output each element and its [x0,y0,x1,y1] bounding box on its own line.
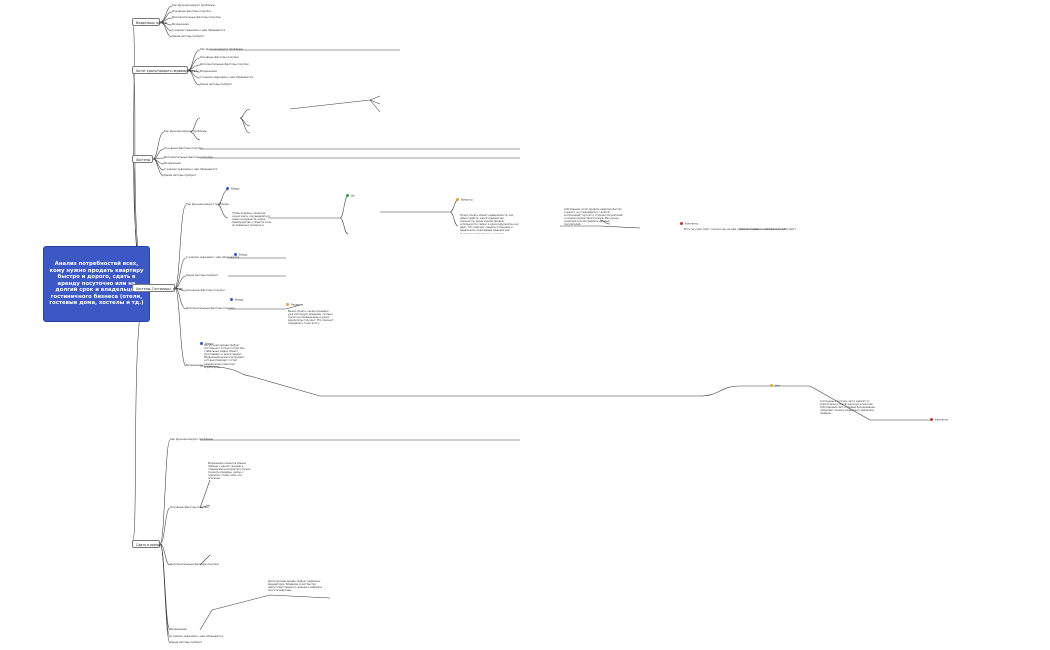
branch-hotels-item[interactable]: Как функционируют проблемы [186,203,229,206]
branch-hostels-item[interactable]: Возражения [164,162,181,165]
branch-hotels[interactable]: Хостелы, Гостиницы, отели [132,284,183,292]
branch-owners-item[interactable]: С какими задачами к нам обращаются [172,29,226,32]
branch-owners-item[interactable]: Какие методы пробуют [172,35,205,38]
branch-hostels-item[interactable]: Дополнительные факторы покупки [164,156,213,159]
branch-rent-out-item[interactable]: Дополнительные факторы покупки [170,563,219,566]
branch-rent-out-item[interactable]: Основные факторы покупки [170,506,209,509]
branch-hotels-item[interactable]: С какими задачами к нам обращаются [186,256,240,259]
branch-rent-out[interactable]: Сдать в аренду [132,540,162,548]
tag-vlad: Владу [230,298,243,302]
branch-rent-sell-item[interactable]: Какие методы пробуют [200,83,233,86]
tag-questions: Вопросы [456,198,473,202]
branch-rent-out-item[interactable]: С какими задачами к нам обращаются [170,635,224,638]
branch-rent-sell-item[interactable]: Дополнительные факторы покупки [200,63,249,66]
branch-hotels-item[interactable]: Возражения [186,364,203,367]
branch-rent-sell-item[interactable]: С какими задачами к нам обращаются [200,76,254,79]
tag-yes: Да [346,194,355,198]
branch-owners-item[interactable]: Возражения [172,23,189,26]
question-site: Есть ли у вас сайт, сколько вы на нём сд… [684,228,796,231]
note-paragraph: Чтобы привлечь клиентов, нужно знать, ка… [232,212,272,226]
note-paragraph: Возражения клиентов обычно связаны с цен… [208,462,251,481]
central-topic-text: Анализ потребностей всех, кому нужно про… [49,260,144,307]
tag-contacts: Контакты [930,418,948,422]
branch-rent-sell-item[interactable]: Как функционируют проблемы [200,48,243,51]
branch-owners-item[interactable]: Как функционируют проблемы [172,4,215,7]
tag-vlad: Владу [234,253,247,257]
tag-contacts: Контакты [680,222,698,226]
note-paragraph: Нужно понять объект недвижимости, как да… [460,214,519,234]
branch-rent-sell[interactable]: Хотят сдать/продать недвижимость [132,66,197,74]
tag-no: Нет [770,384,780,388]
branch-owners-item[interactable]: Основные факторы покупки [172,10,211,13]
branch-hostels-item[interactable]: Как функционируют проблемы [164,130,207,133]
tag-vlad: Владу [226,187,239,191]
branch-hotels-item[interactable]: Какие методы пробуют [186,274,219,277]
branch-hotels-item[interactable]: Дополнительные факторы покупки [186,307,235,310]
branch-rent-sell-item[interactable]: Возражения [200,70,217,73]
question-leads: Сколько заявок с сайта в месяц? [740,228,786,231]
branch-owners[interactable]: Владельцы жилья [132,18,167,26]
note-paragraph: Гостиницы и хостелы часто зависят от агр… [820,400,875,416]
branch-hostels-item[interactable]: Какие методы пробуют [164,174,197,177]
branch-hotels-item[interactable]: Основные факторы покупки [186,289,225,292]
tag-decision: Решение [286,303,303,307]
branch-hostels-item[interactable]: С какими задачами к нам обращаются [164,168,218,171]
branch-rent-out-item[interactable]: Какие методы пробуют [170,641,203,644]
branch-rent-out-item[interactable]: Как функционируют проблемы [170,438,213,441]
branch-hostels[interactable]: Хостелы [132,155,153,163]
note-paragraph: Собственник хочет продать квартиру быстр… [564,208,623,227]
branch-rent-sell-item[interactable]: Основные факторы покупки [200,56,239,59]
note-paragraph: Долгосрочная аренда требует надёжных аре… [268,580,323,593]
note-paragraph: Важно понять, какие площадки уже использ… [288,310,334,326]
branch-rent-out-item[interactable]: Возражения [170,628,187,631]
branch-owners-item[interactable]: Дополнительные факторы покупки [172,16,221,19]
tag-vlad: Владу [200,342,213,346]
note-paragraph: Посуточная аренда требует постоянного по… [204,344,246,369]
branch-hostels-item[interactable]: Основные факторы покупки [164,147,203,150]
